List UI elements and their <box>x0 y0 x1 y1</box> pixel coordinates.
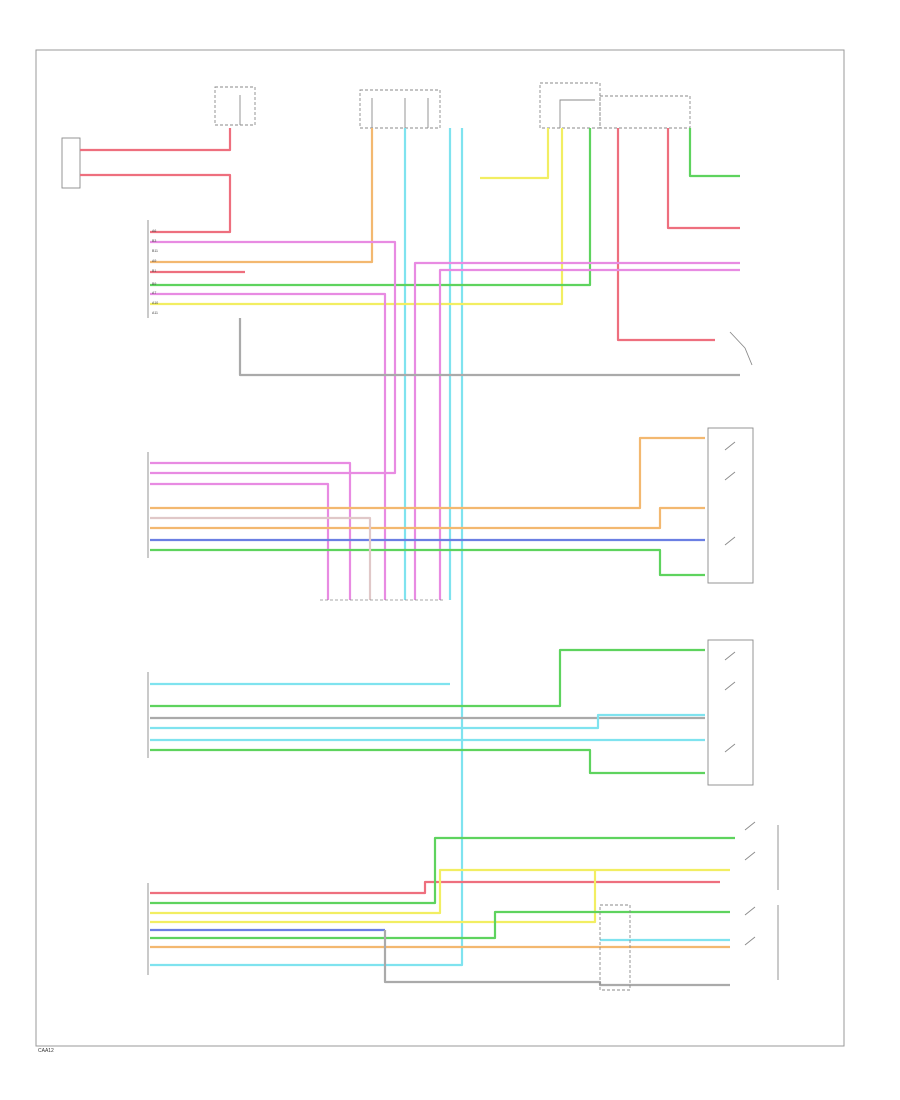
footer-code: CAA12 <box>38 1048 54 1054</box>
svg-text:A10: A10 <box>152 301 158 305</box>
svg-text:B11: B11 <box>152 249 158 253</box>
svg-text:A6: A6 <box>152 229 156 233</box>
left-rear-switch-block <box>744 905 779 980</box>
passenger-lock-switch-block <box>707 639 754 786</box>
theft-sensor-block <box>599 904 631 991</box>
svg-text:A11: A11 <box>152 311 158 315</box>
junction-block-top <box>359 89 441 129</box>
svg-text:B3: B3 <box>152 239 156 243</box>
svg-text:A9: A9 <box>152 259 156 263</box>
svg-text:B1: B1 <box>152 269 156 273</box>
fuse-block-left <box>214 86 256 126</box>
svg-text:A7: A7 <box>152 291 156 295</box>
rear-lock-switch-block <box>744 821 779 890</box>
driver-lock-switch-block <box>707 427 754 584</box>
top-left-module <box>61 137 81 189</box>
fuse-block-right <box>539 82 691 129</box>
diagram-frame <box>35 49 845 1047</box>
hood-switch-block <box>729 331 753 366</box>
pin-labels: A6 B3 B11 A9 B1 B9 A7 A10 A11 <box>152 229 158 315</box>
svg-text:B9: B9 <box>152 282 156 286</box>
